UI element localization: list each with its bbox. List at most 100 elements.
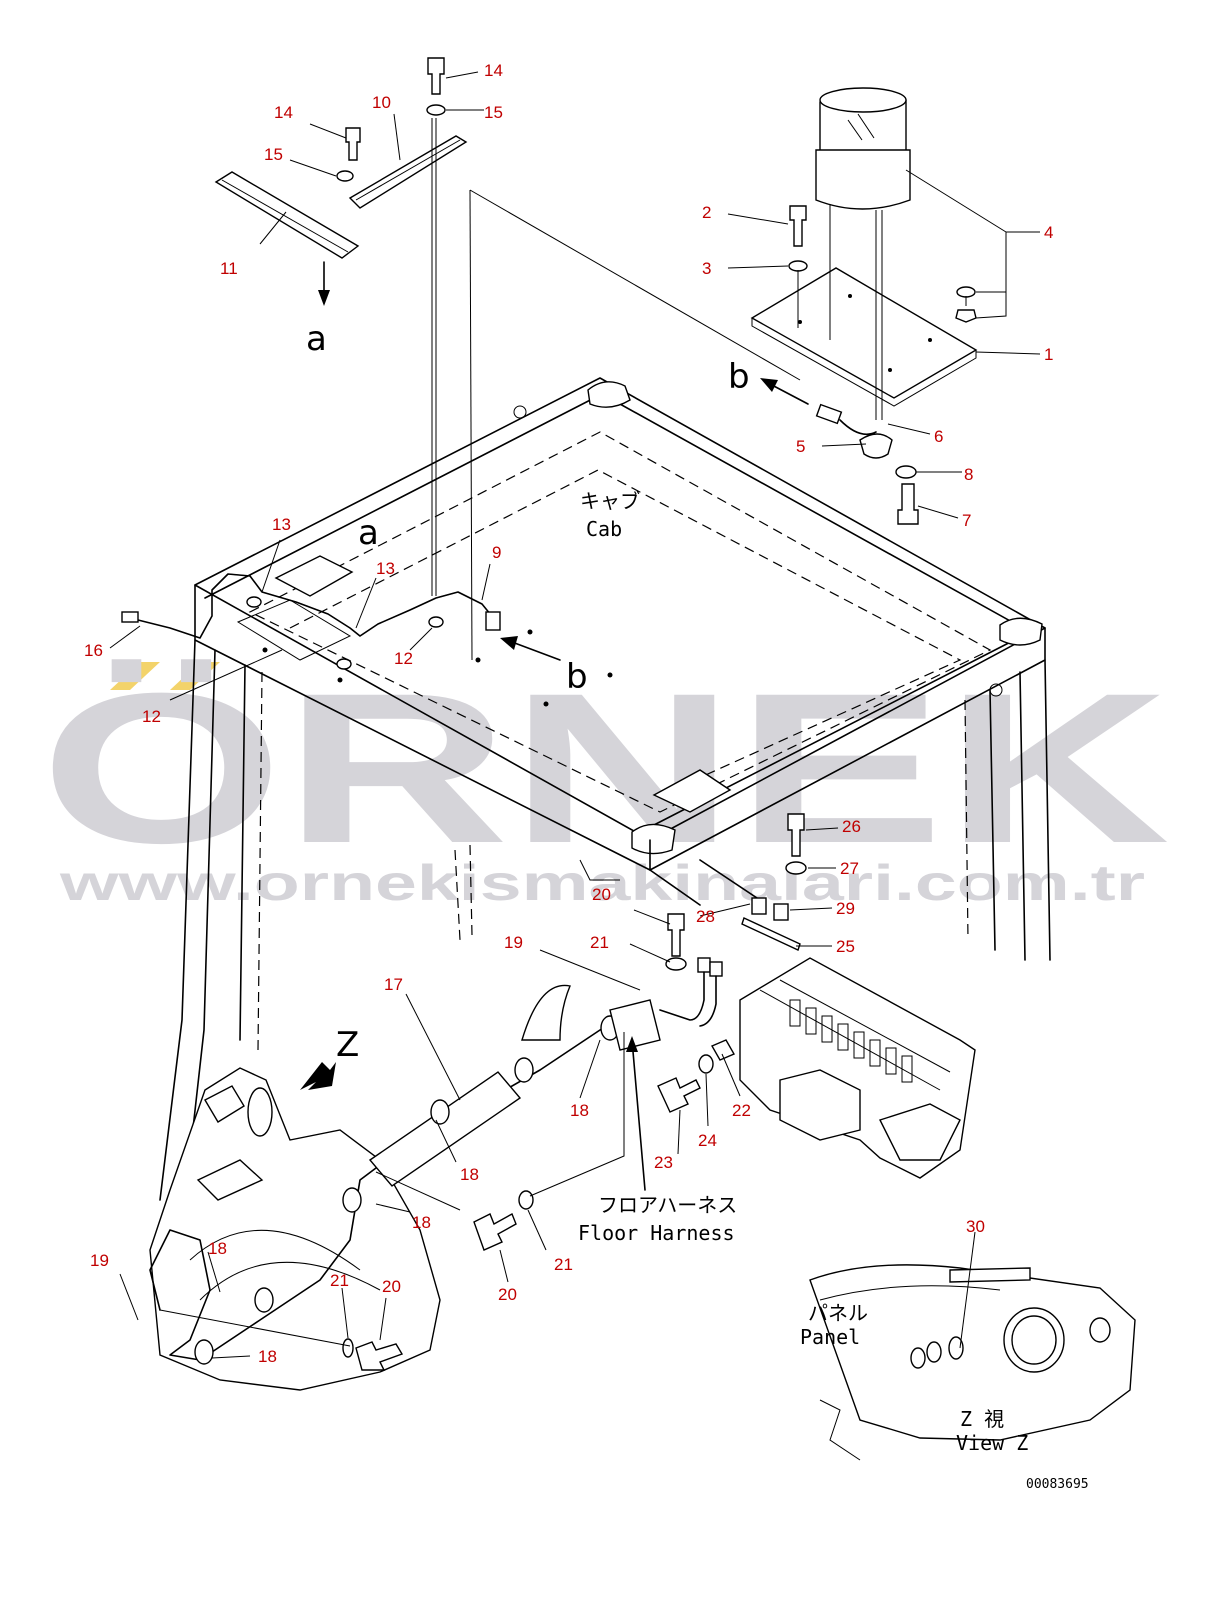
relay-29 [773, 903, 789, 921]
callout-18d: 18 [208, 1239, 227, 1258]
roof-plate [274, 555, 354, 597]
callout-20a: 20 [592, 885, 611, 904]
left-console [149, 1067, 441, 1391]
diagram-labels: キャブ Cab フロアハーネス Floor Harness パネル Panel … [306, 319, 1089, 1492]
view-letter-a: a [306, 319, 327, 359]
callout-16: 16 [84, 641, 103, 660]
washer-21 [518, 1190, 534, 1210]
clamp-18 [194, 1339, 214, 1365]
console-window [204, 1085, 245, 1123]
callout-2: 2 [702, 203, 711, 222]
callout-20b: 20 [498, 1285, 517, 1304]
harness-clamp [336, 658, 352, 670]
callout-20c: 20 [382, 1277, 401, 1296]
view-letter-b: b [728, 357, 750, 397]
roof-harness [121, 573, 501, 670]
clamp-18 [514, 1057, 534, 1083]
callout-18c: 18 [412, 1213, 431, 1232]
view-z-label-ja: Z 視 [960, 1407, 1004, 1431]
bracket-group [214, 57, 468, 596]
harness-connector [485, 611, 501, 631]
view-letter-a-roof: a [358, 513, 379, 553]
console-window [196, 1159, 264, 1201]
view-letter-b-roof: b [566, 657, 588, 697]
watermark-brand: ÖRNEK [40, 649, 1170, 888]
roof-corner-plate [587, 381, 631, 408]
bolt-20 [667, 913, 685, 957]
beacon-lamp-group [469, 87, 978, 661]
floor-harness-tube [521, 984, 571, 1041]
bolt-20 [473, 1213, 517, 1251]
watermark-accent-mark [170, 662, 220, 690]
bolt-7 [897, 483, 919, 525]
callout-17: 17 [384, 975, 403, 994]
panel-view [809, 1264, 1136, 1441]
bolt-2 [789, 205, 807, 247]
watermark: ÖRNEK www.ornekismakinalari.com.tr [40, 649, 1170, 911]
callout-numbers: 1 2 3 4 5 6 7 8 9 10 11 12 12 13 13 14 1… [84, 61, 1053, 1366]
cab-label-ja: キャブ [580, 489, 640, 513]
callout-13a: 13 [272, 515, 291, 534]
washer-8 [895, 465, 917, 479]
clamp-18 [342, 1187, 362, 1213]
callout-14b: 14 [274, 103, 293, 122]
callout-29: 29 [836, 899, 855, 918]
callout-30: 30 [966, 1217, 985, 1236]
callout-5: 5 [796, 437, 805, 456]
callout-12a: 12 [394, 649, 413, 668]
harness-clamp [246, 596, 262, 608]
watermark-url: www.ornekismakinalari.com.tr [58, 855, 1145, 911]
bolt-23 [657, 1077, 701, 1113]
callout-19a: 19 [504, 933, 523, 952]
relay-bar-25 [741, 917, 801, 951]
roof-plate [652, 769, 732, 813]
floor-harness-label-ja: フロアハーネス [598, 1193, 737, 1217]
roof-corner-plate [631, 823, 676, 855]
bracket-11 [214, 171, 360, 259]
callout-18b: 18 [460, 1165, 479, 1184]
callout-25: 25 [836, 937, 855, 956]
plate-1 [750, 267, 978, 399]
clamp-18 [430, 1099, 450, 1125]
bolt-20 [355, 1341, 404, 1371]
callout-14a: 14 [484, 61, 503, 80]
callout-19b: 19 [90, 1251, 109, 1270]
callout-leaders [109, 71, 1041, 1359]
callout-24: 24 [698, 1131, 717, 1150]
callout-23: 23 [654, 1153, 673, 1172]
callout-15b: 15 [264, 145, 283, 164]
harness-cover-17 [368, 1071, 522, 1187]
washer-15 [336, 170, 354, 182]
callout-9: 9 [492, 543, 501, 562]
callout-18a: 18 [570, 1101, 589, 1120]
panel-label-ja: パネル [808, 1301, 868, 1325]
callout-8: 8 [964, 465, 973, 484]
fuse-box-group [657, 813, 976, 1179]
callout-18e: 18 [258, 1347, 277, 1366]
switch-30 [948, 1336, 964, 1360]
connector-5 [815, 403, 843, 425]
grommet-6 [859, 433, 893, 459]
washer-24 [698, 1054, 714, 1074]
relay-28 [751, 897, 767, 915]
document-number: 00083695 [1026, 1477, 1089, 1492]
callout-21c: 21 [330, 1271, 349, 1290]
callout-13b: 13 [376, 559, 395, 578]
callout-10: 10 [372, 93, 391, 112]
watermark-accent-mark [110, 662, 160, 690]
bolt-14 [345, 127, 361, 161]
view-letter-z: Z [336, 1025, 359, 1065]
bolt-14 [427, 57, 445, 95]
cab-label-en: Cab [586, 517, 622, 541]
callout-21a: 21 [590, 933, 609, 952]
callout-15a: 15 [484, 103, 503, 122]
callout-3: 3 [702, 259, 711, 278]
clamp-18 [254, 1287, 274, 1313]
view-z-inset [809, 1231, 1136, 1461]
callout-28: 28 [696, 907, 715, 926]
callout-6: 6 [934, 427, 943, 446]
cab-frame [159, 377, 1051, 1201]
washer-21 [342, 1338, 354, 1358]
callout-7: 7 [962, 511, 971, 530]
